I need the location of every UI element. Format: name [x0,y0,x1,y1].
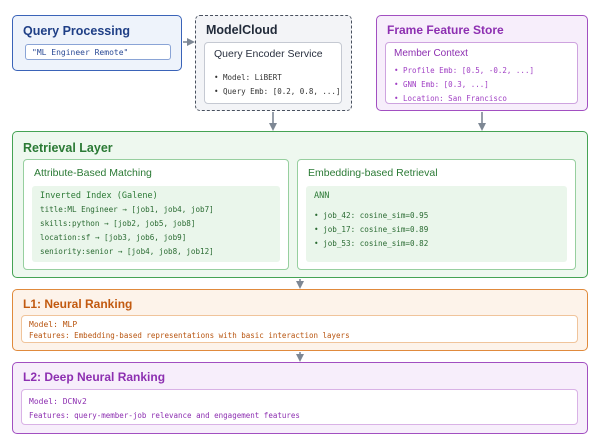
index-entry: seniority:senior → [job4, job8, job12] [40,247,214,256]
ann-panel: ANN • job_42: cosine_sim=0.95 • job_17: … [306,186,567,262]
index-entry: skills:python → [job2, job5, job8] [40,219,196,228]
member-context-item: • GNN Emb: [0.3, ...] [394,80,489,89]
l2-title: L2: Deep Neural Ranking [23,370,166,384]
l1-title: L1: Neural Ranking [23,297,133,311]
ann-title: ANN [314,191,330,201]
inverted-index-panel: Inverted Index (Galene) title:ML Enginee… [32,186,280,262]
inverted-index-title: Inverted Index (Galene) [40,191,158,201]
query-encoder-service-title: Query Encoder Service [214,48,323,60]
index-entry: location:sf → [job3, job6, job9] [40,233,187,242]
query-processing-box: Query Processing "ML Engineer Remote" [12,15,182,71]
attribute-based-matching-card: Attribute-Based Matching Inverted Index … [23,159,289,270]
l1-features: Features: Embedding-based representation… [29,331,350,340]
ann-result: • job_42: cosine_sim=0.95 [314,211,429,220]
attribute-based-matching-title: Attribute-Based Matching [34,167,152,179]
l2-deep-neural-ranking-box: L2: Deep Neural Ranking Model: DCNv2 Fea… [12,362,588,434]
modelcloud-item: • Model: LiBERT [214,73,282,82]
l2-features: Features: query-member-job relevance and… [29,411,300,420]
embedding-based-retrieval-card: Embedding-based Retrieval ANN • job_42: … [297,159,576,270]
l1-details-card: Model: MLP Features: Embedding-based rep… [21,315,578,343]
l2-model: Model: DCNv2 [29,397,87,406]
l1-model: Model: MLP [29,320,78,329]
modelcloud-title: ModelCloud [206,23,278,37]
l1-neural-ranking-box: L1: Neural Ranking Model: MLP Features: … [12,289,588,351]
query-encoder-service-card: Query Encoder Service • Model: LiBERT • … [204,42,342,104]
member-context-title: Member Context [394,48,468,59]
ann-result: • job_17: cosine_sim=0.89 [314,225,429,234]
index-entry: title:ML Engineer → [job1, job4, job7] [40,205,214,214]
ann-result: • job_53: cosine_sim=0.82 [314,239,429,248]
frame-feature-store-title: Frame Feature Store [387,23,504,37]
member-context-item: • Location: San Francisco [394,94,507,103]
modelcloud-item: • Query Emb: [0.2, 0.8, ...] [214,87,341,96]
modelcloud-box: ModelCloud Query Encoder Service • Model… [195,15,352,111]
embedding-based-retrieval-title: Embedding-based Retrieval [308,167,438,179]
member-context-card: Member Context • Profile Emb: [0.5, -0.2… [385,42,578,104]
frame-feature-store-box: Frame Feature Store Member Context • Pro… [376,15,588,111]
query-text-field: "ML Engineer Remote" [25,44,171,60]
retrieval-layer-title: Retrieval Layer [23,141,113,155]
member-context-item: • Profile Emb: [0.5, -0.2, ...] [394,66,534,75]
query-processing-title: Query Processing [23,24,130,38]
retrieval-layer-box: Retrieval Layer Attribute-Based Matching… [12,131,588,278]
l2-details-card: Model: DCNv2 Features: query-member-job … [21,389,578,425]
